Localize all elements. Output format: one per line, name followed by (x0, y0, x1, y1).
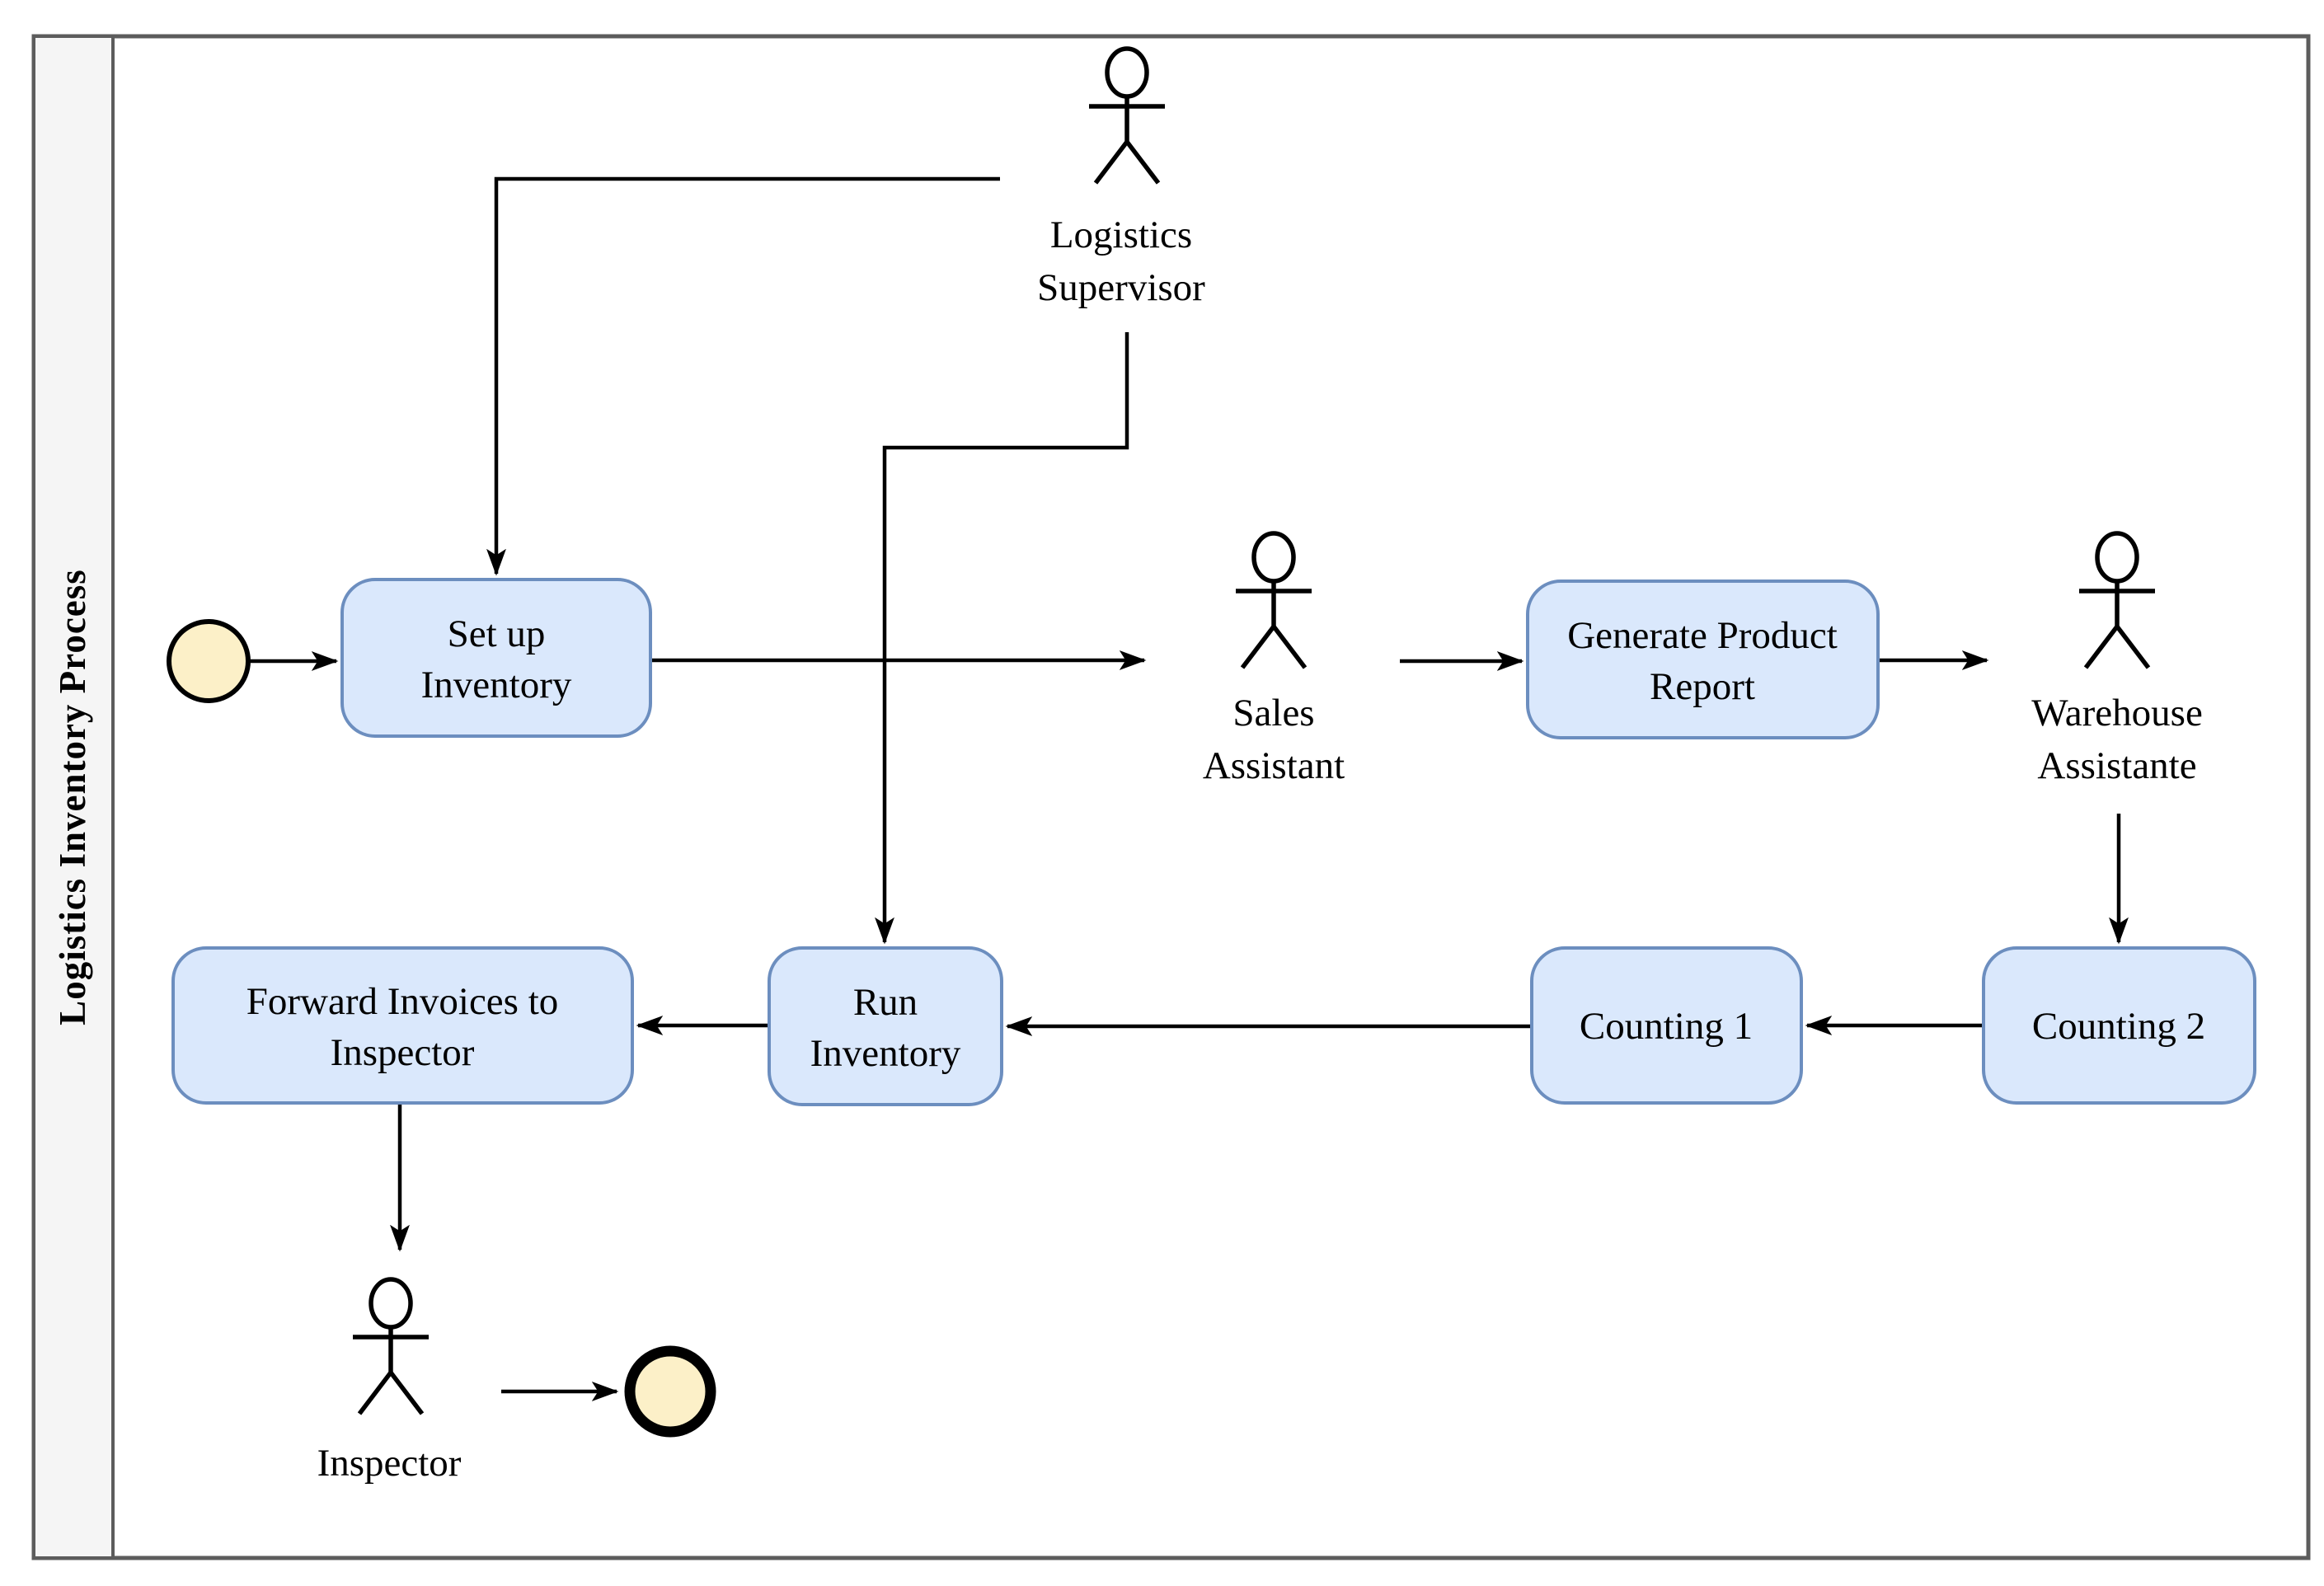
swimlane-label: Logistics Inventory Process (52, 569, 93, 1025)
task-label: Counting 2 (2032, 1005, 2205, 1048)
flow-supervisor-to-run-inventory (885, 332, 1129, 942)
task-label: Counting 1 (1580, 1005, 1753, 1048)
actor-label: Assistante (2037, 744, 2196, 787)
actor-label: Assistant (1203, 744, 1345, 787)
flow-supervisor-to-setup (496, 176, 1000, 574)
task-label: Report (1650, 665, 1755, 708)
task-label: Inspector (331, 1031, 475, 1074)
task-label: Generate Product (1567, 614, 1838, 657)
task-label: Inventory (810, 1032, 961, 1075)
actor-label: Inspector (317, 1442, 462, 1485)
actor-label: Warehouse (2031, 692, 2203, 734)
task-set-up-inventory: Set up Inventory (340, 578, 652, 738)
task-label: Forward Invoices to (246, 980, 559, 1023)
end-event (624, 1345, 716, 1438)
actor-inspector: Inspector (317, 1279, 462, 1485)
task-counting-1: Counting 1 (1530, 946, 1803, 1105)
actor-label: Sales (1232, 692, 1314, 734)
actor-logistics-supervisor: Logistics Supervisor (1037, 49, 1205, 309)
actor-label: Logistics (1050, 214, 1192, 256)
task-forward-invoices-to-inspector: Forward Invoices to Inspector (171, 946, 634, 1105)
task-label: Inventory (421, 664, 572, 706)
swimlane-header (32, 35, 115, 1560)
start-event (167, 619, 251, 703)
task-label: Run (853, 981, 918, 1024)
pool-frame (31, 34, 2311, 1560)
task-generate-product-report: Generate Product Report (1526, 580, 1880, 739)
actor-label: Supervisor (1037, 266, 1205, 309)
task-counting-2: Counting 2 (1982, 946, 2256, 1105)
task-label: Set up (448, 612, 546, 655)
actor-warehouse-assistante: Warehouse Assistante (2031, 533, 2203, 787)
actor-sales-assistant: Sales Assistant (1203, 533, 1345, 787)
task-run-inventory: Run Inventory (768, 946, 1003, 1106)
